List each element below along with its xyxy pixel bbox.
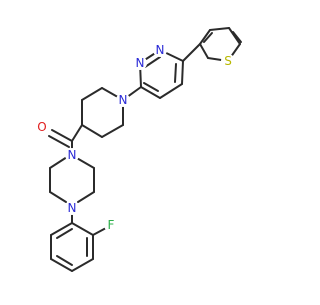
atom-label-n-pipd: N [119,93,128,107]
oxygen-atom: O [35,120,49,134]
bond [143,82,159,92]
bond [81,124,103,138]
bond [182,43,201,62]
piperazine-nitrogen-1: N [65,148,79,162]
bond [48,135,70,148]
bond [49,156,68,169]
bond [50,222,73,236]
bond [203,32,213,43]
fluorine-atom: F [104,218,118,232]
bond [228,27,241,45]
bond [92,227,107,236]
bond [144,56,161,68]
piperidine-nitrogen: N [116,93,130,107]
bond [56,228,73,239]
bond [74,156,95,169]
atom-label-o1: O [37,120,46,134]
atom-label-n-pip2: N [68,201,77,215]
atom-label-n-pdz1: N [136,56,145,70]
atom-label-n-pdz2: N [156,43,165,57]
bonds [48,27,242,272]
bond [49,191,67,203]
bond [140,86,161,99]
bond [71,222,94,236]
bond [101,124,124,138]
atom-label-s-thio: S [224,54,232,68]
bond [51,129,73,142]
atom-labels: O N N N N N S [35,43,235,232]
atom-label-f1: F [108,218,115,232]
bond [181,60,184,85]
thiophene-sulfur: S [221,54,235,68]
bond [71,258,94,272]
bond [209,27,230,31]
pyridazine-nitrogen-1: N [133,56,147,70]
bond [50,258,73,272]
bond [174,63,177,83]
molecule-canvas: O N N N N N S [35,27,242,272]
bond [81,87,103,101]
pyridazine-nitrogen-2: N [153,43,167,57]
bond [77,191,95,203]
bond [71,124,83,142]
structure-diagram: O N N N N N S [35,27,242,272]
bond [56,255,73,266]
bond [232,31,242,43]
bond [199,43,209,59]
atom-label-n-pip1: N [68,148,77,162]
piperazine-nitrogen-2: N [65,201,79,215]
bond [199,29,211,45]
bond [159,83,183,99]
